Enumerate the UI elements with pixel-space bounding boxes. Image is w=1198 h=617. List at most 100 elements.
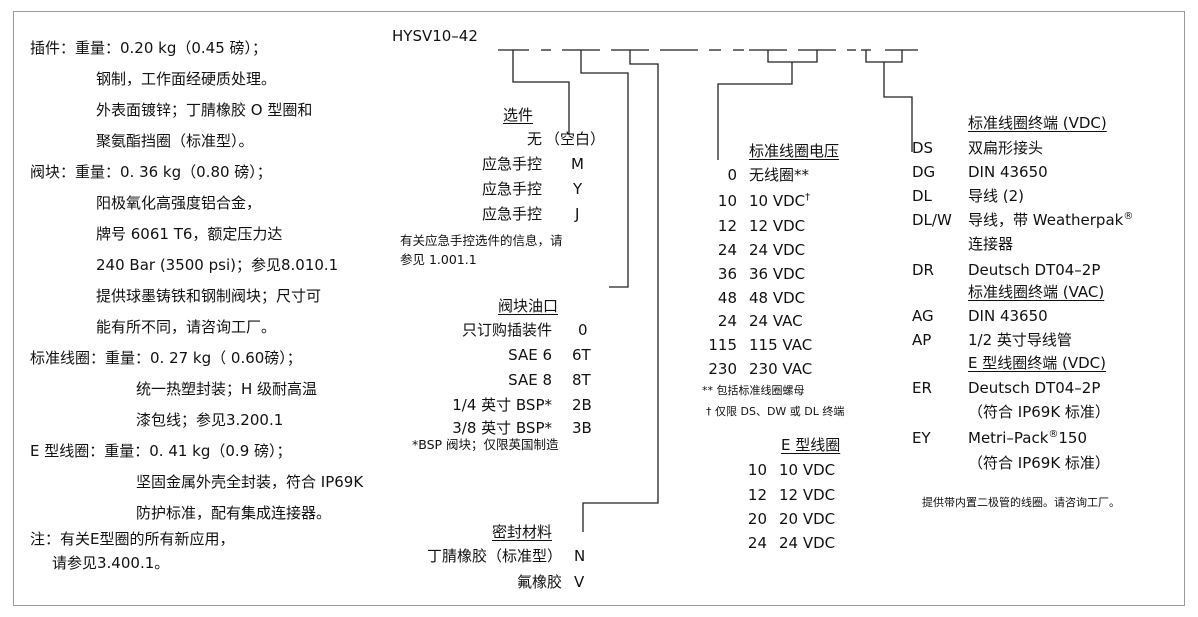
spec-cartridge-finish: 外表面镀锌；丁腈橡胶 O 型圈和 [96,101,313,119]
terminal-er-cont: （符合 IP69K 标准） [968,403,1110,421]
terminal-er-label: Deutsch DT04–2P [968,379,1101,397]
terminal-dl-code: DL [912,187,932,205]
spec-note-ref: 请参见3.400.1。 [52,554,170,572]
option-none-code: （空白） [545,130,606,148]
ecoil-24-code: 24 [747,534,767,552]
voltage-24dc-code: 24 [717,241,737,259]
spec-coil-wire: 漆包线；参见3.200.1 [136,411,284,429]
ports-note: *BSP 阀块；仅限英国制造 [412,437,559,452]
voltage-48-code: 48 [717,289,737,307]
option-m-label: 应急手控 [481,155,542,173]
page-frame [13,11,1185,606]
ecoil-20-label: 20 VDC [779,510,836,528]
seal-v-code: V [574,573,585,591]
seals-title: 密封材料 [492,523,553,541]
port-6t-code: 6T [572,346,591,364]
terminal-ap-label: 1/2 英寸导线管 [968,331,1072,349]
voltage-10-label: 10 VDC† [749,192,811,210]
seal-n-code: N [574,547,586,565]
ports-title: 阀块油口 [498,297,559,315]
voltage-24dc-label: 24 VDC [749,241,806,259]
option-j-code: J [575,205,580,223]
seal-n-label: 丁腈橡胶（标准型） [426,547,562,565]
terminal-er-code: ER [912,379,932,397]
port-0-code: 0 [578,321,588,339]
ecoil-title: E 型线圈 [781,436,841,454]
ecoil-12-code: 12 [747,486,767,504]
terminal-ey-code: EY [912,429,931,447]
terminal-dlw-label: 导线，带 Weatherpak® [968,211,1134,229]
voltage-0-label: 无线圈** [749,166,810,184]
voltage-10-code: 10 [717,192,737,210]
options-title: 选件 [503,106,534,124]
voltage-48-label: 48 VDC [749,289,806,307]
seal-v-label: 氟橡胶 [516,573,562,591]
option-none-label: 无 [526,130,542,148]
spec-coil-encap: 统一热塑封装；H 级耐高温 [136,380,318,398]
terminal-dlw-cont: 连接器 [968,235,1014,253]
terminal-dlw-code: DL/W [912,211,952,229]
terminal-dr-label: Deutsch DT04–2P [968,261,1101,279]
ecoil-12-label: 12 VDC [779,486,836,504]
spec-body-pressure: 240 Bar (3500 psi)；参见8.010.1 [96,256,339,274]
registered-mark: ® [1123,211,1134,222]
spec-body-weight: 阀块：重量：0. 36 kg（0.80 磅）； [30,163,272,181]
spec-ecoil-weight: E 型线圈：重量：0. 41 kg（0.9 磅）； [30,442,292,460]
terminal-dg-code: DG [912,163,936,181]
voltage-115-label: 115 VAC [749,336,813,354]
voltage-12-code: 12 [717,217,737,235]
terminal-ds-label: 双扁形接头 [968,139,1044,157]
voltage-24ac-label: 24 VAC [749,312,803,330]
terminals-note: 提供带内置二极管的线圈。请咨询工厂。 [922,496,1120,509]
voltage-36-code: 36 [717,265,737,283]
option-y-label: 应急手控 [481,180,542,198]
terminal-ag-code: AG [912,307,934,325]
spec-body-grade: 牌号 6061 T6，额定压力达 [96,225,283,243]
voltage-12-label: 12 VDC [749,217,806,235]
terminals-vdc-title: 标准线圈终端 (VDC) [968,114,1107,132]
dagger-mark: † [805,192,811,203]
voltage-note-1: ** 包括标准线圈螺母 [702,384,805,397]
terminal-dl-label: 导线 (2) [968,187,1025,205]
option-m-code: M [571,155,584,173]
ecoil-10-code: 10 [747,461,767,479]
spec-note: 注：有关E型圈的所有新应用， [30,530,235,548]
port-2b-code: 2B [572,396,592,414]
ecoil-10-label: 10 VDC [779,461,836,479]
terminal-ap-code: AP [912,331,932,349]
terminal-ey-cont: （符合 IP69K 标准） [968,454,1110,472]
registered-mark: ® [1048,429,1059,440]
spec-ecoil-housing: 坚固金属外壳全封装，符合 IP69K [136,473,364,491]
voltage-115-code: 115 [708,336,737,354]
terminal-ey-label: Metri–Pack®150 [968,429,1088,447]
voltage-36-label: 36 VDC [749,265,806,283]
ecoil-20-code: 20 [747,510,767,528]
voltage-title: 标准线圈电压 [749,142,840,160]
spec-cartridge-ring: 聚氨酯挡圈（标准型）。 [96,132,254,150]
voltage-230-label: 230 VAC [749,360,813,378]
spec-coil-weight: 标准线圈：重量：0. 27 kg（ 0.60磅）； [30,349,302,367]
option-y-code: Y [573,180,583,198]
option-j-label: 应急手控 [481,205,542,223]
spec-body-material: 提供球墨铸铁和钢制阀块；尺寸可 [96,287,322,305]
terminal-ag-label: DIN 43650 [968,307,1048,325]
spec-cartridge-steel: 钢制，工作面经硬质处理。 [96,70,277,88]
terminals-vac-title: 标准线圈终端 (VAC) [968,283,1105,301]
options-note-2: 参见 1.001.1 [400,252,477,267]
spec-cartridge-weight: 插件：重量：0.20 kg（0.45 磅）； [30,39,268,57]
port-8t-label: SAE 8 [508,371,552,389]
terminal-dg-label: DIN 43650 [968,163,1048,181]
terminal-ds-code: DS [912,139,934,157]
terminals-e-title: E 型线圈终端 (VDC) [968,354,1107,372]
port-6t-label: SAE 6 [508,346,552,364]
ecoil-24-label: 24 VDC [779,534,836,552]
model-number: HYSV10–42 [392,27,478,45]
port-3b-code: 3B [572,419,592,437]
spec-body-consult: 能有所不同，请咨询工厂。 [96,318,277,336]
port-8t-code: 8T [572,371,591,389]
port-2b-label: 1/4 英寸 BSP* [452,396,552,414]
spec-body-alloy: 阳极氧化高强度铝合金， [96,194,262,212]
voltage-note-2: † 仅限 DS、DW 或 DL 终端 [706,405,845,418]
terminal-dr-code: DR [912,261,934,279]
